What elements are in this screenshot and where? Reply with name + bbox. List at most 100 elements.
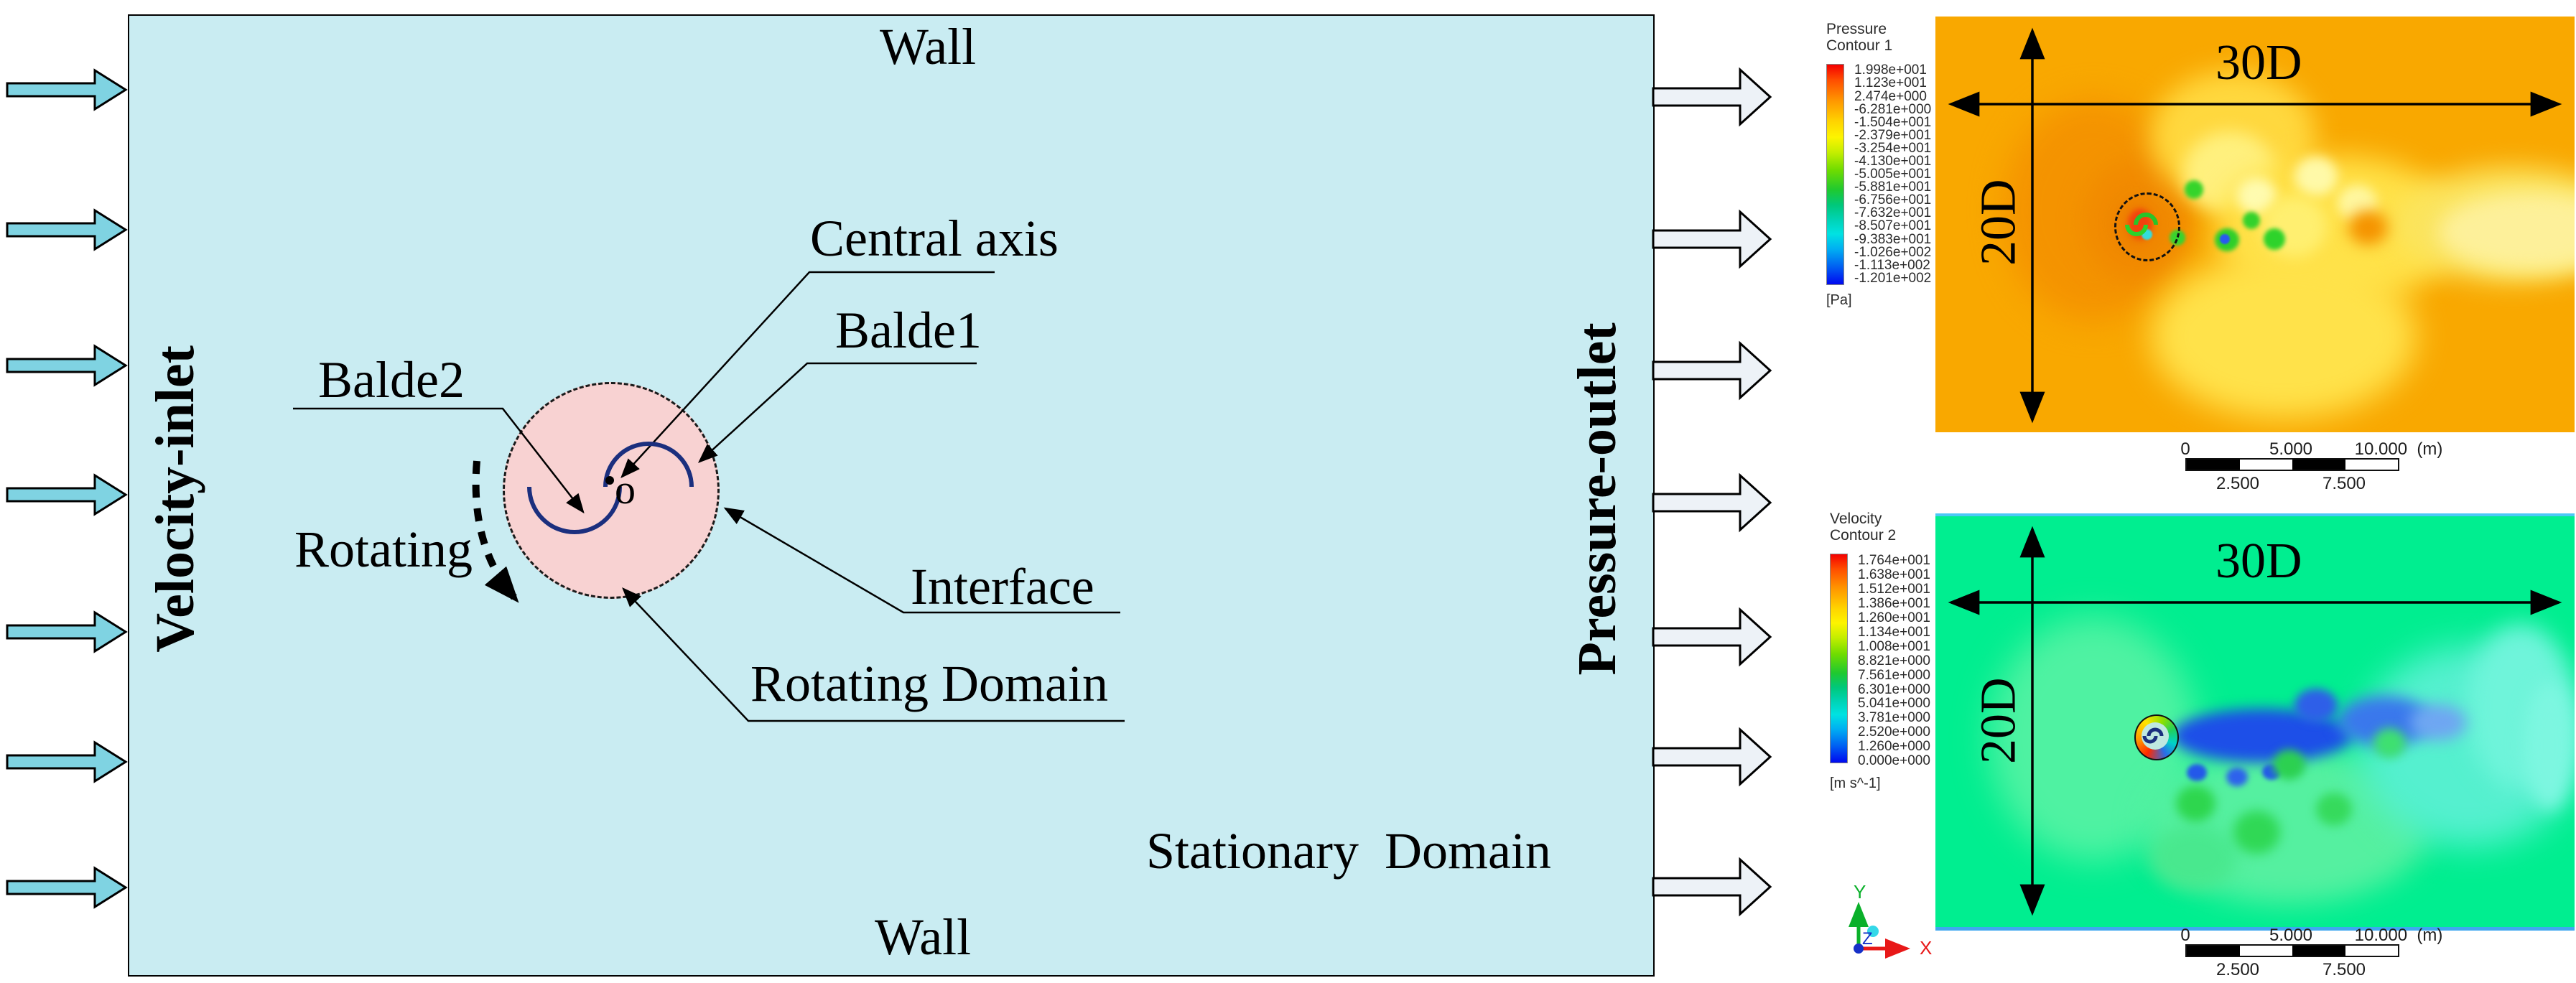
velocity-contour-plot: 30D 20D [1935, 513, 2575, 931]
velocity-inlet-label: Velocity-inlet [145, 345, 206, 653]
velocity-contour-blob [2151, 825, 2237, 890]
z-axis-dot [1854, 944, 1864, 954]
scale-0: 0 [2180, 926, 2190, 945]
velocity-inlet-arrow [6, 343, 128, 391]
coordinate-triad: Y X Z [1849, 881, 1932, 959]
legend-value: 1.386e+001 [1858, 596, 1930, 612]
velocity-inlet-arrow [6, 740, 128, 788]
pressure-outlet-arrow [1652, 472, 1772, 536]
legend-value: -1.026e+002 [1854, 244, 1932, 260]
stationary-domain-label: Stationary Domain [1146, 822, 1551, 880]
legend-value: -5.005e+001 [1854, 167, 1932, 182]
rotating-domain-circle [503, 382, 720, 599]
scale-7500: 7.500 [2322, 474, 2366, 493]
legend-value: -5.881e+001 [1854, 180, 1932, 195]
legend-value: 1.123e+001 [1854, 75, 1927, 91]
velocity-contour-blob [2273, 750, 2305, 780]
pressure-width-dim-label: 30D [2215, 35, 2302, 90]
velocity-contour-blob [2524, 681, 2575, 811]
blade1-label: Balde1 [835, 302, 982, 359]
velocity-contour-blob [2373, 728, 2406, 758]
velocity-inlet-arrow [6, 610, 128, 658]
rotating-domain-label: Rotating Domain [750, 655, 1108, 712]
legend-value: 1.260e+001 [1858, 610, 1930, 625]
legend-value: 1.260e+000 [1858, 739, 1930, 755]
legend-value: 1.638e+001 [1858, 567, 1930, 583]
legend-value: 1.134e+001 [1858, 624, 1930, 640]
legend-value: -7.632e+001 [1854, 205, 1932, 221]
scale-7500: 7.500 [2322, 960, 2366, 979]
legend-value: 6.301e+000 [1858, 681, 1930, 697]
pressure-contour-blob [2151, 253, 2417, 419]
origin-label: o [615, 466, 636, 513]
wall-top-label: Wall [880, 18, 977, 75]
velocity-contour-blob [2233, 811, 2280, 854]
z-axis-label: Z [1862, 929, 1873, 949]
scale-5000: 5.000 [2269, 926, 2313, 945]
velocity-legend-unit: [m s^-1] [1830, 775, 1881, 791]
legend-value: -1.113e+002 [1854, 257, 1930, 273]
wall-bottom-label: Wall [875, 908, 972, 966]
velocity-legend-subtitle: Contour 2 [1830, 526, 1897, 544]
legend-value: 5.041e+000 [1858, 696, 1930, 712]
velocity-contour-blob [2409, 704, 2467, 740]
pressure-turbine-blades [2125, 213, 2158, 236]
legend-value: -3.254e+001 [1854, 140, 1932, 156]
legend-value: -8.507e+001 [1854, 218, 1932, 234]
pressure-outlet-arrow [1652, 67, 1772, 131]
scale-2500: 2.500 [2215, 474, 2260, 493]
pressure-contour-blob [2243, 212, 2260, 229]
legend-value: 1.008e+001 [1858, 638, 1930, 654]
pressure-legend-unit: [Pa] [1826, 292, 1852, 309]
pressure-outlet-arrow [1652, 340, 1772, 404]
central-axis-label: Central axis [810, 210, 1059, 267]
velocity-inlet-arrow [6, 208, 128, 256]
blade2-label: Balde2 [318, 351, 465, 409]
pressure-contour-blob [2348, 210, 2388, 245]
pressure-outlet-arrow [1652, 857, 1772, 921]
legend-value: 2.474e+000 [1854, 88, 1927, 104]
scale-10000: 10.000 (m) [2354, 439, 2443, 459]
velocity-inlet-arrow [6, 865, 128, 913]
legend-value: 1.764e+001 [1858, 553, 1930, 569]
velocity-scale-bar: 0 5.000 10.000 (m) 2.500 7.500 [2162, 926, 2442, 982]
scale-bar-strip [2185, 458, 2399, 471]
y-axis-label: Y [1854, 881, 1866, 903]
legend-value: 3.781e+000 [1858, 710, 1930, 726]
pressure-outlet-arrow [1652, 727, 1772, 791]
legend-value: -1.504e+001 [1854, 114, 1932, 130]
pressure-turbine-outline [2114, 192, 2180, 261]
velocity-legend-title: Velocity [1830, 511, 1882, 527]
pressure-height-dim-label: 20D [1971, 179, 2027, 266]
scale-5000: 5.000 [2269, 439, 2313, 459]
triad-sphere [1867, 926, 1879, 937]
pressure-colorbar [1826, 64, 1844, 286]
velocity-inlet-arrow [6, 472, 128, 521]
legend-value: -1.201e+002 [1854, 270, 1932, 286]
pressure-legend-title: Pressure [1826, 21, 1887, 37]
pressure-contour-blob [2220, 234, 2230, 244]
legend-value: -4.130e+001 [1854, 154, 1932, 169]
legend-value: 7.561e+000 [1858, 667, 1930, 683]
scale-bar-strip [2185, 944, 2399, 957]
x-axis-label: X [1920, 937, 1932, 959]
scale-0: 0 [2180, 439, 2190, 459]
pressure-contour-plot: 30D 20D [1935, 17, 2575, 432]
velocity-contour-blob [2294, 689, 2338, 722]
interface-label: Interface [911, 558, 1094, 615]
velocity-colorbar [1830, 554, 1848, 764]
legend-value: 2.520e+000 [1858, 725, 1930, 740]
rotating-label: Rotating [294, 521, 473, 578]
pressure-scale-bar: 0 5.000 10.000 (m) 2.500 7.500 [2162, 439, 2442, 495]
velocity-contour-blob [2176, 786, 2215, 821]
velocity-contour-blob [2316, 793, 2352, 826]
velocity-contour-blob [2226, 768, 2248, 786]
legend-value: 1.512e+001 [1858, 582, 1930, 597]
pressure-outlet-label: Pressure-outlet [1567, 322, 1628, 676]
pressure-contour-blob [2264, 228, 2285, 250]
legend-value: -2.379e+001 [1854, 127, 1932, 143]
pressure-outlet-arrow [1652, 209, 1772, 273]
legend-value: 8.821e+000 [1858, 653, 1930, 668]
